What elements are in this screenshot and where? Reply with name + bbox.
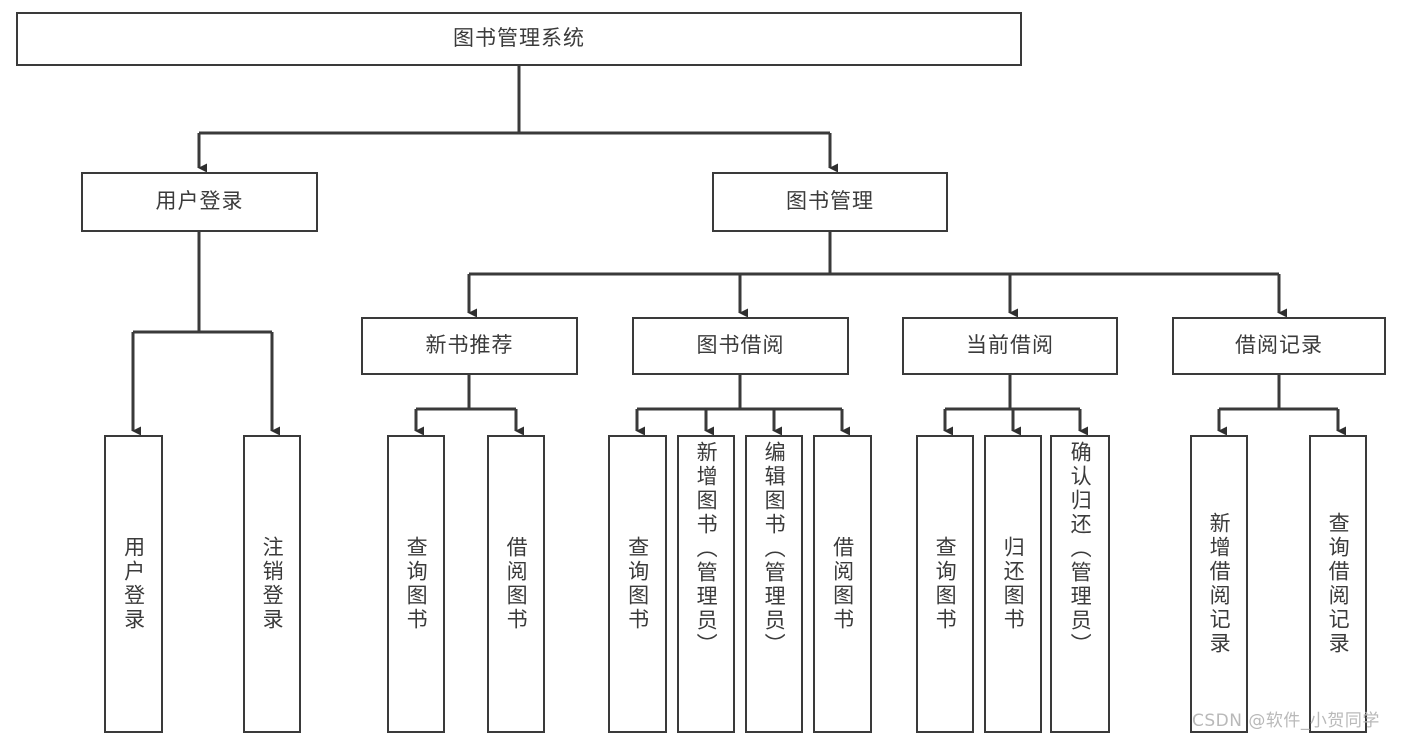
- node-label-leaf-borrow-book-2: 借阅图书: [830, 536, 855, 632]
- node-label-leaf-confirm-return: 确认归还（管理员）: [1068, 441, 1093, 657]
- node-leaf-query-record[interactable]: 查询借阅记录: [1309, 435, 1367, 733]
- csdn-watermark: CSDN @软件_小贺同学: [1192, 711, 1380, 731]
- node-label-leaf-return-book: 归还图书: [1001, 536, 1026, 632]
- node-book-manage[interactable]: 图书管理: [712, 172, 948, 232]
- node-root-system[interactable]: 图书管理系统: [16, 12, 1022, 66]
- node-label-book-borrow: 图书借阅: [696, 333, 785, 358]
- node-leaf-user-login[interactable]: 用户登录: [104, 435, 163, 733]
- node-label-leaf-borrow-book-1: 借阅图书: [504, 536, 529, 632]
- node-label-leaf-query-book-2: 查询图书: [625, 536, 650, 632]
- node-user-login[interactable]: 用户登录: [81, 172, 318, 232]
- node-leaf-confirm-return[interactable]: 确认归还（管理员）: [1050, 435, 1110, 733]
- node-leaf-borrow-book-2[interactable]: 借阅图书: [813, 435, 872, 733]
- node-label-leaf-user-login: 用户登录: [121, 536, 146, 632]
- node-new-book-rec[interactable]: 新书推荐: [361, 317, 578, 375]
- node-label-leaf-add-record: 新增借阅记录: [1207, 512, 1232, 656]
- node-label-leaf-query-book-3: 查询图书: [933, 536, 958, 632]
- node-leaf-borrow-book-1[interactable]: 借阅图书: [487, 435, 545, 733]
- node-leaf-query-book-2[interactable]: 查询图书: [608, 435, 667, 733]
- node-label-leaf-add-book: 新增图书（管理员）: [694, 441, 719, 657]
- node-leaf-add-book[interactable]: 新增图书（管理员）: [677, 435, 735, 733]
- node-leaf-add-record[interactable]: 新增借阅记录: [1190, 435, 1248, 733]
- node-current-borrow[interactable]: 当前借阅: [902, 317, 1118, 375]
- node-label-book-manage: 图书管理: [786, 189, 874, 214]
- node-leaf-logout[interactable]: 注销登录: [243, 435, 301, 733]
- node-label-user-login: 用户登录: [155, 189, 244, 214]
- node-leaf-edit-book[interactable]: 编辑图书（管理员）: [745, 435, 803, 733]
- node-label-current-borrow: 当前借阅: [966, 333, 1054, 358]
- node-leaf-query-book-3[interactable]: 查询图书: [916, 435, 974, 733]
- node-label-leaf-query-record: 查询借阅记录: [1326, 512, 1351, 656]
- node-book-borrow[interactable]: 图书借阅: [632, 317, 849, 375]
- node-label-leaf-edit-book: 编辑图书（管理员）: [762, 441, 787, 657]
- node-label-borrow-record: 借阅记录: [1235, 333, 1323, 358]
- node-label-leaf-query-book-1: 查询图书: [404, 536, 429, 632]
- node-leaf-return-book[interactable]: 归还图书: [984, 435, 1042, 733]
- node-label-leaf-logout: 注销登录: [260, 536, 285, 632]
- node-leaf-query-book-1[interactable]: 查询图书: [387, 435, 445, 733]
- node-label-root: 图书管理系统: [453, 26, 585, 51]
- node-label-new-book-rec: 新书推荐: [425, 333, 514, 358]
- node-borrow-record[interactable]: 借阅记录: [1172, 317, 1386, 375]
